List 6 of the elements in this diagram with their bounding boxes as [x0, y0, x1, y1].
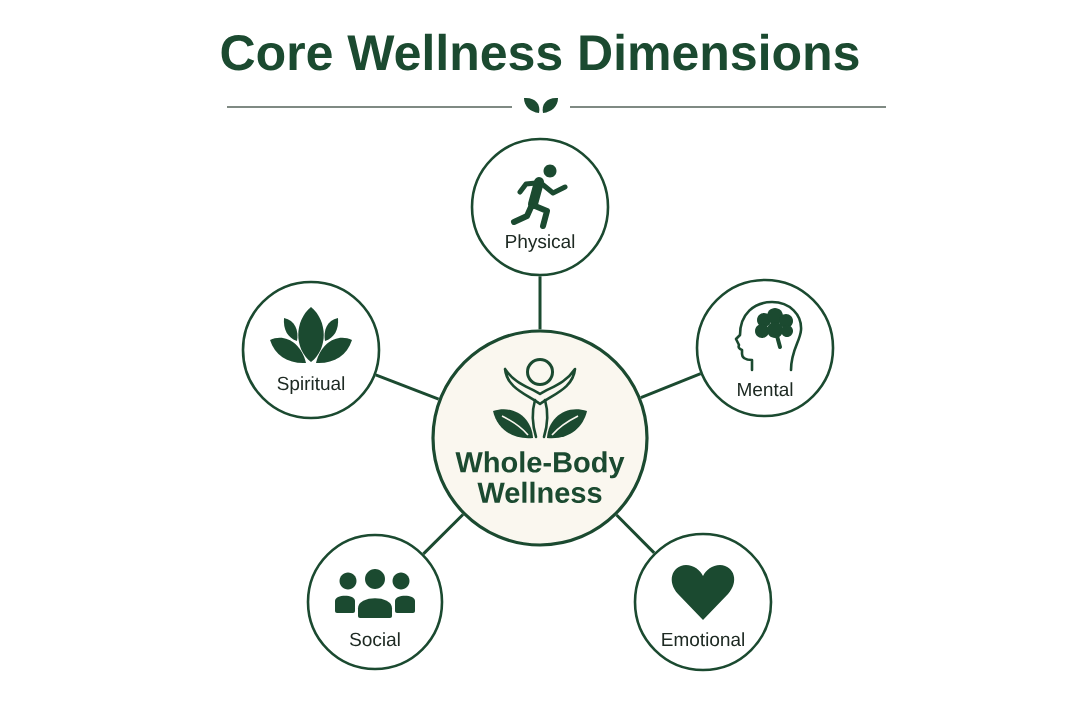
connector-line	[615, 513, 656, 554]
title: Core Wellness Dimensions	[221, 33, 859, 71]
connector-line	[375, 373, 440, 401]
connector-line	[422, 513, 465, 555]
connector-line	[640, 372, 702, 400]
connector-line	[538, 276, 542, 330]
